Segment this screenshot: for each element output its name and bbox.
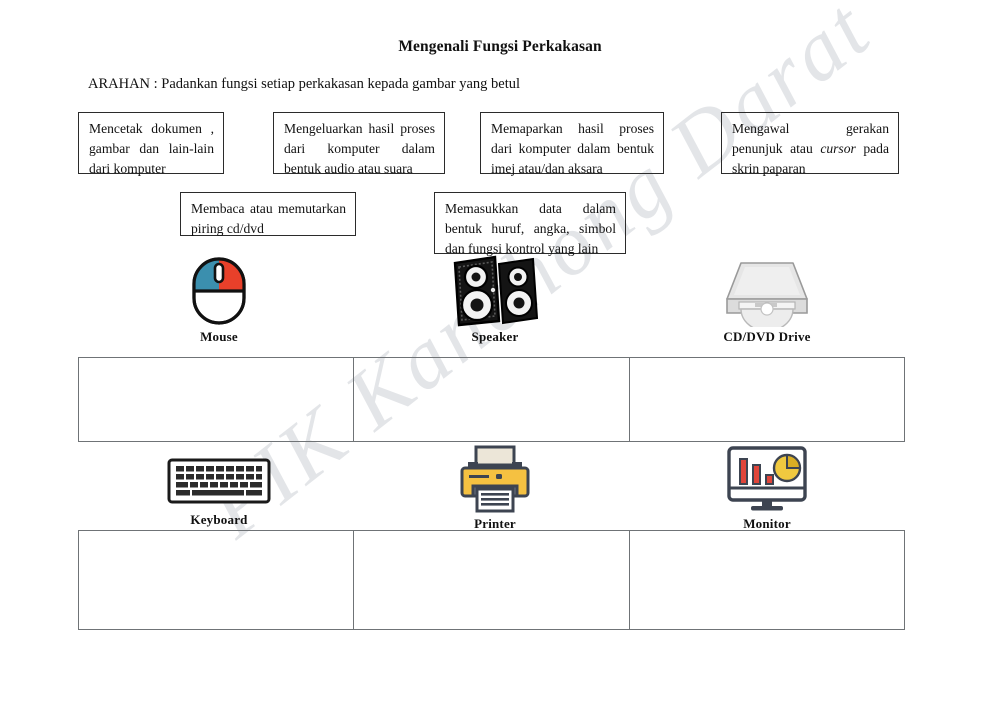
function-box-emphasis: cursor [820,140,856,156]
device-keyboard: Keyboard [155,448,283,528]
device-mouse: Mouse [155,255,283,345]
device-caption: Mouse [200,329,238,344]
function-box-text-after: pada skrin paparan [732,140,890,176]
function-box-speaker[interactable]: Mengeluarkan hasil proses dari komputer … [273,112,445,176]
function-box-cddvd[interactable]: Membaca atau memutarkan piring cd/dvd [180,192,356,236]
function-box-text: Memasukkan data dalam bentuk huruf, angk… [445,201,616,256]
page-title: Mengenali Fungsi Perkakasan [398,38,602,55]
function-box-text: Memaparkan hasil proses dari komputer da… [491,121,654,176]
keyboard-icon [155,448,283,510]
device-caption: CD/DVD Drive [723,329,811,344]
mouse-icon [155,255,283,327]
function-box-monitor[interactable]: Memaparkan hasil proses dari komputer da… [480,112,664,176]
answer-row-1 [78,357,905,442]
device-caption: Monitor [743,516,791,531]
function-box-keyboard[interactable]: Memasukkan data dalam bentuk huruf, angk… [434,192,626,256]
answer-cell[interactable] [354,358,630,441]
function-box-printer[interactable]: Mencetak dokumen , gambar dan lain-lain … [78,112,224,176]
cd-dvd-drive-icon [703,255,831,327]
answer-cell[interactable] [354,531,630,629]
function-box-mouse[interactable]: Mengawal gerakan penunjuk atau cursor pa… [721,112,899,176]
monitor-icon [703,444,831,514]
function-box-text-before: Mengawal gerakan penunjuk atau [732,121,889,156]
device-speaker: Speaker [431,255,559,345]
answer-cell[interactable] [79,531,355,629]
device-caption: Printer [474,516,516,531]
answer-cell[interactable] [630,358,904,441]
device-monitor: Monitor [703,444,831,532]
device-cddvd: CD/DVD Drive [703,255,831,345]
device-caption: Speaker [471,329,519,344]
function-box-text: Membaca atau memutarkan piring cd/dvd [191,201,346,236]
function-box-text: Mengeluarkan hasil proses dari komputer … [284,121,435,176]
device-caption: Keyboard [190,512,248,527]
speaker-icon [431,255,559,327]
function-box-text: Mencetak dokumen , gambar dan lain-lain … [89,121,214,176]
answer-row-2 [78,530,905,630]
answer-cell[interactable] [79,358,355,441]
printer-icon [431,444,559,514]
device-printer: Printer [431,444,559,532]
answer-cell[interactable] [630,531,904,629]
instruction-text: ARAHAN : Padankan fungsi setiap perkakas… [88,76,521,92]
